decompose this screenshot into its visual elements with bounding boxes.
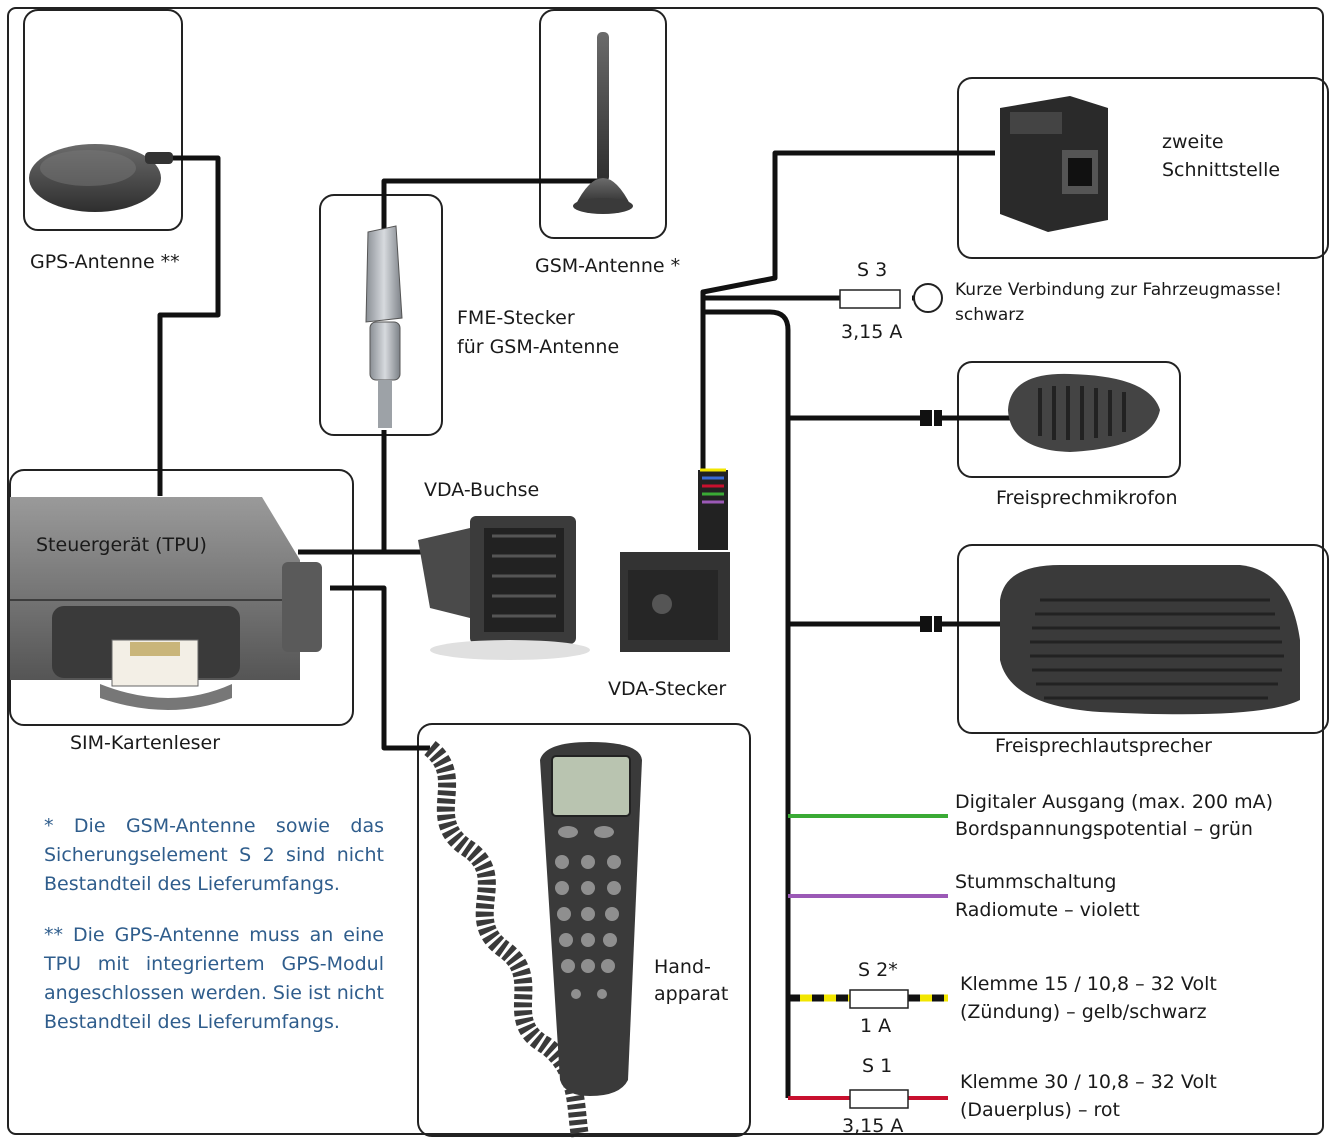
digital-output-label-1: Digitaler Ausgang (max. 200 mA) <box>955 791 1274 813</box>
fme-cable-down <box>298 430 387 555</box>
radio-mute-label-1: Stummschaltung <box>955 871 1117 893</box>
gsm-antenna-box <box>539 9 667 239</box>
gps-cable <box>157 155 221 496</box>
ground-note-1: Kurze Verbindung zur Fahrzeugmasse! <box>955 280 1282 300</box>
fuse-s3-rating: 3,15 A <box>841 321 903 343</box>
control-unit-icon <box>10 497 322 710</box>
second-interface-cable <box>700 150 995 470</box>
ground-note-2: schwarz <box>955 305 1025 325</box>
terminal30-label-2: (Dauerplus) – rot <box>960 1099 1120 1121</box>
handset-label-1: Hand- <box>654 956 711 978</box>
fme-connector-icon <box>365 225 403 428</box>
microphone-icon <box>1008 373 1160 452</box>
gsm-antenna-label: GSM-Antenne * <box>535 255 681 277</box>
footnote-gps: ** Die GPS-Antenne muss an eine TPU mit … <box>44 924 384 1033</box>
gps-antenna-icon <box>29 144 173 212</box>
outer-frame <box>7 7 1324 1135</box>
vda-plug-icon <box>620 468 730 652</box>
fuse-s1-name: S 1 <box>862 1055 893 1077</box>
gps-antenna-box <box>23 9 183 231</box>
fuse-s2-name: S 2* <box>858 959 898 981</box>
fuse-s3-name: S 3 <box>857 259 888 281</box>
handset-label-2: apparat <box>654 983 729 1005</box>
control-unit-label: Steuergerät (TPU) <box>36 534 207 556</box>
vda-socket-label: VDA-Buchse <box>424 479 540 501</box>
rj-socket-icon <box>1000 96 1108 232</box>
fuse-s2 <box>849 989 909 1009</box>
fuse-s1-rating: 3,15 A <box>842 1115 904 1137</box>
speaker-icon <box>1000 565 1300 715</box>
second-interface-label-1: zweite <box>1162 131 1224 153</box>
vda-socket-icon <box>418 516 590 660</box>
handset-icon <box>423 740 642 1138</box>
terminal30-label-1: Klemme 30 / 10,8 – 32 Volt <box>960 1071 1217 1093</box>
microphone-label: Freisprechmikrofon <box>996 487 1178 509</box>
speaker-box <box>957 544 1329 734</box>
radio-mute-label-2: Radiomute – violett <box>955 899 1140 921</box>
footnote-gsm: * Die GSM-Antenne sowie das Sicherungsel… <box>44 815 384 895</box>
gsm-antenna-icon <box>573 32 633 214</box>
handset-cable <box>330 585 430 751</box>
terminal15-label-2: (Zündung) – gelb/schwarz <box>960 1001 1207 1023</box>
second-interface-box <box>957 77 1329 259</box>
speaker-label: Freisprechlautsprecher <box>995 735 1212 757</box>
main-trunk <box>703 309 791 1098</box>
fme-connector-box <box>319 194 443 436</box>
footnotes: * Die GSM-Antenne sowie das Sicherungsel… <box>44 812 384 1059</box>
fuse-s2-rating: 1 A <box>860 1015 892 1037</box>
vda-plug-label: VDA-Stecker <box>608 678 727 700</box>
ground-point-icon <box>913 283 943 313</box>
handset-box <box>417 723 751 1137</box>
digital-output-label-2: Bordspannungspotential – grün <box>955 818 1253 840</box>
fme-connector-label-2: für GSM-Antenne <box>457 336 620 358</box>
fuse-s3 <box>839 289 901 309</box>
gsm-antenna-cable <box>381 178 603 310</box>
fme-connector-label-1: FME-Stecker <box>457 307 575 329</box>
second-interface-label-2: Schnittstelle <box>1162 159 1281 181</box>
gps-antenna-label: GPS-Antenne ** <box>30 251 180 273</box>
terminal15-label-1: Klemme 15 / 10,8 – 32 Volt <box>960 973 1217 995</box>
fuse-s1 <box>849 1089 909 1109</box>
sim-reader-label: SIM-Kartenleser <box>70 732 221 754</box>
